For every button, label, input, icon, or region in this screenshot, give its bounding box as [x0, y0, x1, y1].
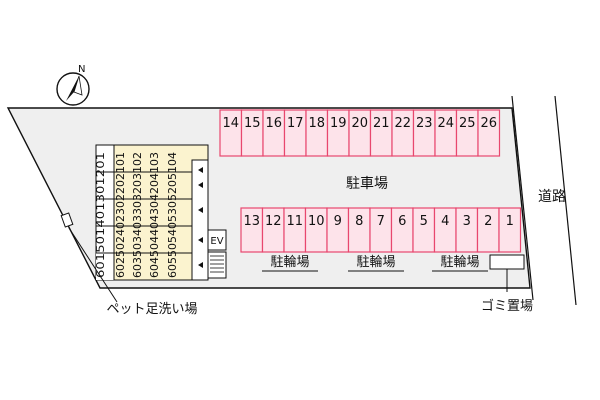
svg-text:14: 14 — [222, 116, 239, 131]
svg-text:4: 4 — [441, 214, 449, 229]
parking-label: 駐車場 — [346, 175, 388, 192]
parking-space-20: 20 — [348, 109, 372, 157]
garbage-label: ゴミ置場 — [481, 298, 533, 314]
parking-space-12: 12 — [261, 207, 285, 253]
svg-text:6: 6 — [398, 214, 406, 229]
bike-parking-label-3: 駐輪場 — [440, 254, 479, 270]
unit-column-1: 601501401301201 — [94, 152, 107, 278]
svg-text:17: 17 — [287, 116, 304, 131]
road-label: 道路 — [538, 189, 566, 205]
parking-space-11: 11 — [283, 207, 307, 253]
svg-text:7: 7 — [377, 214, 385, 229]
parking-space-17: 17 — [283, 109, 307, 157]
parking-space-4: 4 — [433, 207, 457, 253]
stairs-icon — [207, 251, 227, 279]
elevator-label: EV — [210, 236, 223, 247]
svg-text:1: 1 — [506, 214, 514, 229]
parking-space-23: 23 — [412, 109, 436, 157]
parking-space-15: 15 — [240, 109, 264, 157]
parking-space-16: 16 — [262, 109, 286, 157]
svg-text:24: 24 — [437, 116, 454, 131]
unit-column-2: 602502402302202101 — [114, 152, 127, 278]
road-edge-right — [554, 95, 577, 306]
svg-text:16: 16 — [265, 116, 282, 131]
parking-space-10: 10 — [304, 207, 328, 253]
svg-text:21: 21 — [373, 116, 390, 131]
svg-text:18: 18 — [308, 116, 325, 131]
parking-space-22: 22 — [391, 109, 415, 157]
parking-space-26: 26 — [477, 109, 501, 157]
svg-text:13: 13 — [243, 214, 260, 229]
parking-space-3: 3 — [455, 207, 479, 253]
parking-space-9: 9 — [326, 207, 350, 253]
svg-text:22: 22 — [394, 116, 411, 131]
garbage-station — [489, 254, 525, 270]
svg-text:10: 10 — [308, 214, 325, 229]
svg-text:5: 5 — [420, 214, 428, 229]
entrance-arrow-icon — [198, 167, 203, 268]
svg-text:26: 26 — [480, 116, 497, 131]
bike-parking-label-2: 駐輪場 — [356, 254, 395, 270]
parking-space-8: 8 — [347, 207, 371, 253]
svg-text:23: 23 — [416, 116, 433, 131]
parking-space-13: 13 — [240, 207, 264, 253]
pet-wash-icon — [60, 212, 74, 228]
parking-space-18: 18 — [305, 109, 329, 157]
parking-space-1: 1 — [498, 207, 522, 253]
parking-space-19: 19 — [326, 109, 350, 157]
svg-text:11: 11 — [286, 214, 303, 229]
parking-space-21: 21 — [369, 109, 393, 157]
parking-space-25: 25 — [455, 109, 479, 157]
bike-parking-label-1: 駐輪場 — [270, 254, 309, 270]
unit-column-4: 604504404304204103 — [148, 152, 161, 278]
svg-text:8: 8 — [355, 214, 363, 229]
svg-text:9: 9 — [334, 214, 342, 229]
svg-text:15: 15 — [244, 116, 261, 131]
svg-text:20: 20 — [351, 116, 368, 131]
north-arrow-icon: N — [56, 64, 90, 106]
north-label: N — [78, 64, 85, 75]
pet-wash-label: ペット足洗い場 — [106, 302, 197, 317]
svg-text:12: 12 — [265, 214, 282, 229]
parking-row-top: 14 15 16 17 18 19 20 21 22 23 24 25 26 — [219, 109, 501, 157]
parking-space-5: 5 — [412, 207, 436, 253]
svg-text:3: 3 — [463, 214, 471, 229]
road-edge-left — [511, 95, 534, 301]
apartment-building: EV 601501401301201 602502402302202101 6035… — [94, 144, 227, 281]
svg-text:25: 25 — [459, 116, 476, 131]
parking-space-24: 24 — [434, 109, 458, 157]
parking-space-2: 2 — [476, 207, 500, 253]
svg-text:19: 19 — [330, 116, 347, 131]
unit-column-3: 603503403303203102 — [131, 152, 144, 278]
parking-space-14: 14 — [219, 109, 243, 157]
parking-space-6: 6 — [390, 207, 414, 253]
unit-column-5: 605505405305205104 — [166, 152, 179, 278]
parking-space-7: 7 — [369, 207, 393, 253]
svg-text:2: 2 — [484, 214, 492, 229]
